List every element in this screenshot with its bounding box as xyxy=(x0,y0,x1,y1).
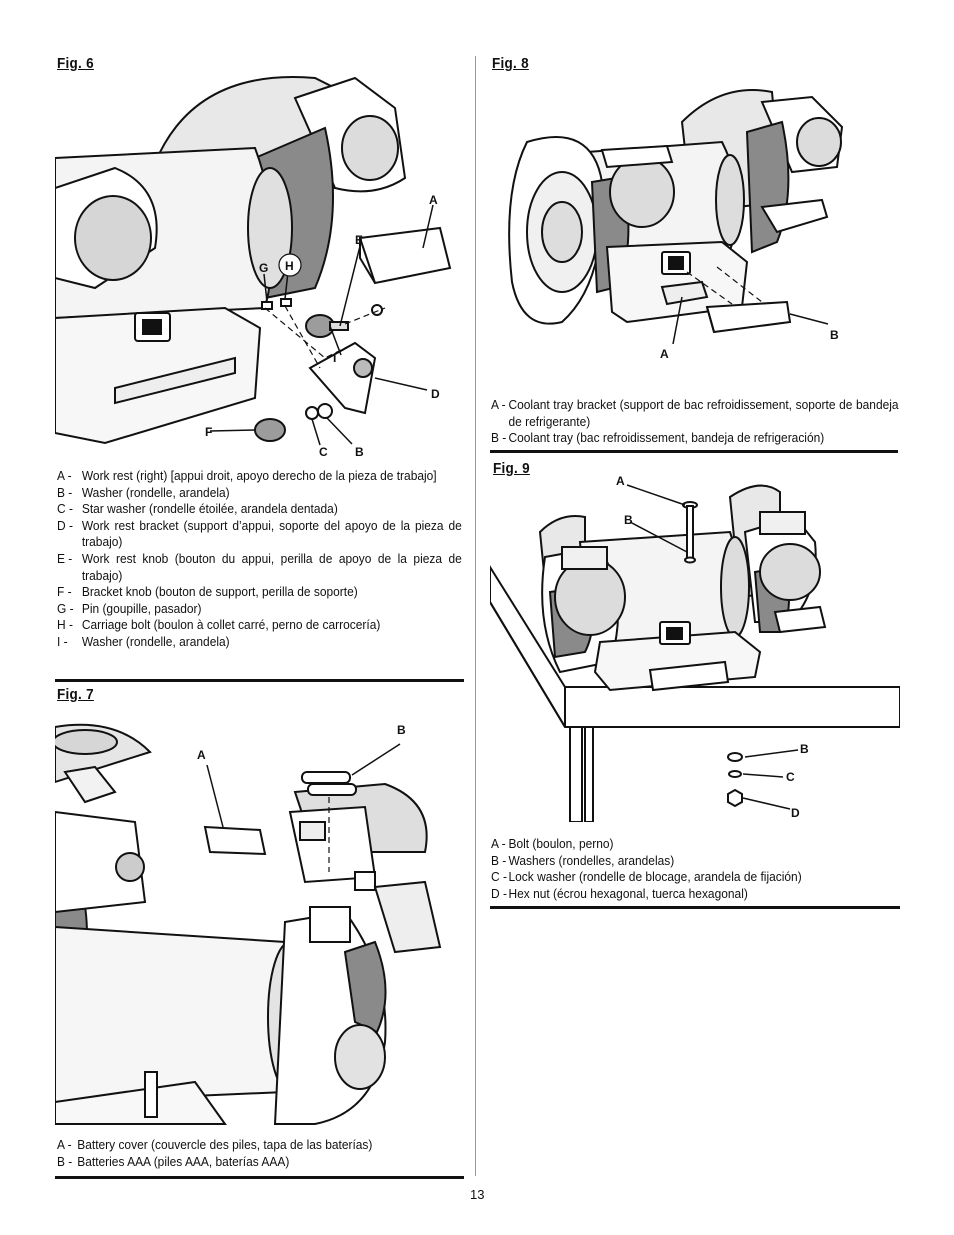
legend-row: A -Work rest (right) [appui droit, apoyo… xyxy=(57,468,437,483)
fig7-divider xyxy=(55,1176,464,1179)
legend-row: B -Batteries AAA (piles AAA, baterías AA… xyxy=(57,1153,290,1169)
legend-row: A -Bolt (boulon, perno) xyxy=(491,836,614,851)
fig8-callout-b: B xyxy=(830,328,839,342)
fig6-callout-h: H xyxy=(285,259,294,273)
fig7-title: Fig. 7 xyxy=(57,686,94,703)
legend-row: E -Work rest knob (bouton du appui, peri… xyxy=(57,550,462,583)
fig9-callout-b2: B xyxy=(800,742,809,756)
legend-row: C -Star washer (rondelle étoilée, arande… xyxy=(57,501,338,517)
fig7-legend: A -Battery cover (couvercle des piles, t… xyxy=(57,1137,462,1170)
legend-row: A -Coolant tray bracket (support de bac … xyxy=(491,397,899,429)
legend-row: B -Washers (rondelles, arandelas) xyxy=(491,852,675,868)
fig6-divider xyxy=(55,679,464,682)
fig6-legend: A -Work rest (right) [appui droit, apoyo… xyxy=(57,468,462,651)
legend-row: G -Pin (goupille, pasador) xyxy=(57,600,202,616)
legend-row: I -Washer (rondelle, arandela) xyxy=(57,633,230,649)
legend-row: H -Carriage bolt (boulon à collet carré,… xyxy=(57,617,381,633)
legend-row: D -Hex nut (écrou hexagonal, tuerca hexa… xyxy=(491,885,748,901)
fig6-callout-c: C xyxy=(319,445,328,459)
legend-row: B -Washer (rondelle, arandela) xyxy=(57,484,230,500)
fig8-callout-a: A xyxy=(660,347,669,361)
fig6-callout-g: G xyxy=(259,261,268,275)
legend-row: A -Battery cover (couvercle des piles, t… xyxy=(57,1137,373,1152)
fig9-illustration: A B B C D xyxy=(490,474,900,822)
fig9-divider xyxy=(490,906,900,909)
fig6-callout-b: B xyxy=(355,445,364,459)
fig9-callout-c: C xyxy=(786,770,795,784)
fig7-callout-b: B xyxy=(397,723,406,737)
fig9-callout-d: D xyxy=(791,806,800,820)
fig9-legend: A -Bolt (boulon, perno) B -Washers (rond… xyxy=(491,836,896,902)
fig9-callout-a: A xyxy=(616,474,625,488)
fig8-illustration: A B xyxy=(508,89,844,361)
fig6-callout-e: E xyxy=(355,233,363,247)
fig8-title: Fig. 8 xyxy=(492,55,529,72)
fig9-callout-b: B xyxy=(624,513,633,527)
fig9-title: Fig. 9 xyxy=(493,460,530,477)
legend-row: D -Work rest bracket (support d’appui, s… xyxy=(57,517,462,550)
fig6-callout-d: D xyxy=(431,387,440,401)
legend-row: F -Bracket knob (bouton de support, peri… xyxy=(57,584,358,600)
fig8-legend: A -Coolant tray bracket (support de bac … xyxy=(491,397,899,447)
fig6-illustration: A E G H I D F C B xyxy=(55,76,452,459)
fig7-callout-a: A xyxy=(197,748,206,762)
fig6-title: Fig. 6 xyxy=(57,55,94,72)
fig6-callout-a: A xyxy=(429,193,438,207)
fig8-divider xyxy=(490,450,898,453)
legend-row: B -Coolant tray (bac refroidissement, ba… xyxy=(491,430,825,446)
legend-row: C -Lock washer (rondelle de blocage, ara… xyxy=(491,869,802,885)
fig7-illustration: A B xyxy=(55,723,442,1125)
column-divider xyxy=(475,56,476,1176)
fig6-callout-f: F xyxy=(205,425,212,439)
page-number: 13 xyxy=(470,1187,485,1202)
fig6-callout-i: I xyxy=(333,351,336,365)
